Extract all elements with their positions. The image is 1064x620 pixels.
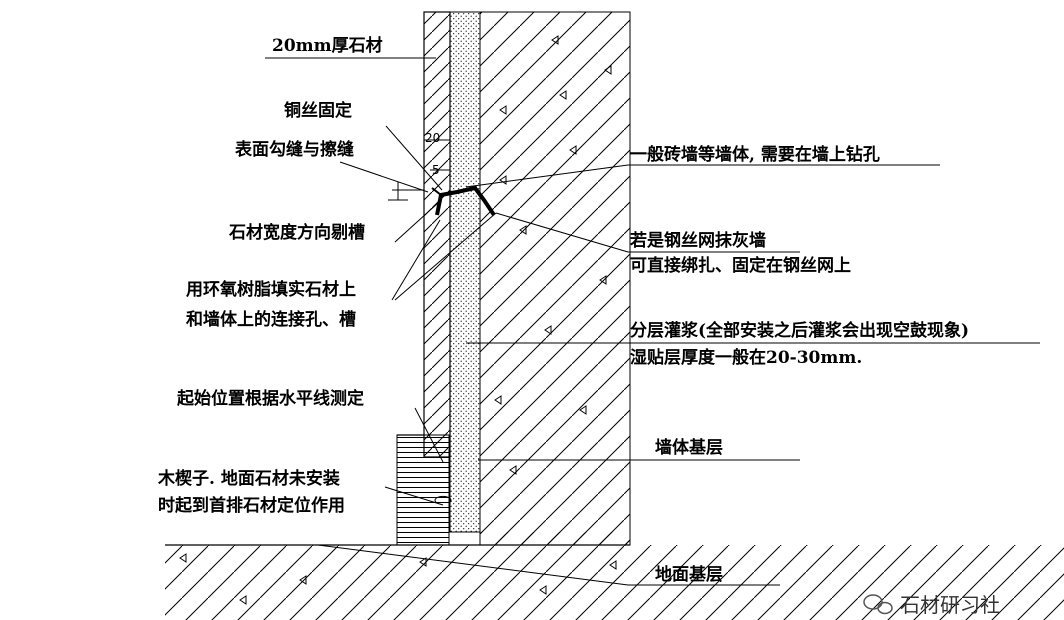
label-wall-base: 墙体基层 [655, 437, 723, 458]
label-floor-base: 地面基层 [655, 564, 723, 585]
dimension-marks [388, 139, 450, 201]
label-wedge-line2: 时起到首排石材定位作用 [158, 495, 345, 516]
label-stone-20mm: 20mm厚石材 [272, 35, 383, 56]
concrete-wall [479, 11, 631, 546]
label-epoxy-line1: 用环氧树脂填实石材上 [186, 279, 356, 300]
label-grout-line2: 湿贴层厚度一般在20-30mm. [630, 347, 862, 368]
dimension-20: 20 [425, 131, 440, 145]
label-grout-line1: 分层灌浆(全部安装之后灌浆会出现空鼓现象) [630, 320, 969, 341]
stone-slab [423, 11, 451, 458]
dimension-5: 5 [432, 163, 440, 177]
label-mesh-line1: 若是钢丝网抹灰墙 [629, 230, 766, 251]
label-start-position: 起始位置根据水平线测定 [176, 388, 364, 409]
label-groove: 石材宽度方向剔槽 [228, 222, 365, 243]
label-wedge-line1: 木楔子. 地面石材未安装 [157, 468, 340, 489]
wooden-wedge [396, 434, 450, 546]
copper-wire-anchor [431, 185, 496, 217]
label-mesh-line2: 可直接绑扎、固定在钢丝网上 [630, 255, 851, 276]
label-epoxy-line2: 和墙体上的连接孔、槽 [186, 309, 356, 330]
watermark-text: 石材研习社 [900, 593, 1000, 617]
watermark: 石材研习社 [863, 593, 1000, 617]
wechat-icon [863, 594, 893, 615]
label-brick-wall: 一般砖墙等墙体, 需要在墙上钻孔 [630, 144, 880, 165]
label-jointing: 表面勾缝与擦缝 [235, 139, 354, 160]
grout-layer [449, 11, 481, 533]
leader-lines [265, 57, 1040, 586]
label-copper-wire: 铜丝固定 [284, 100, 352, 121]
